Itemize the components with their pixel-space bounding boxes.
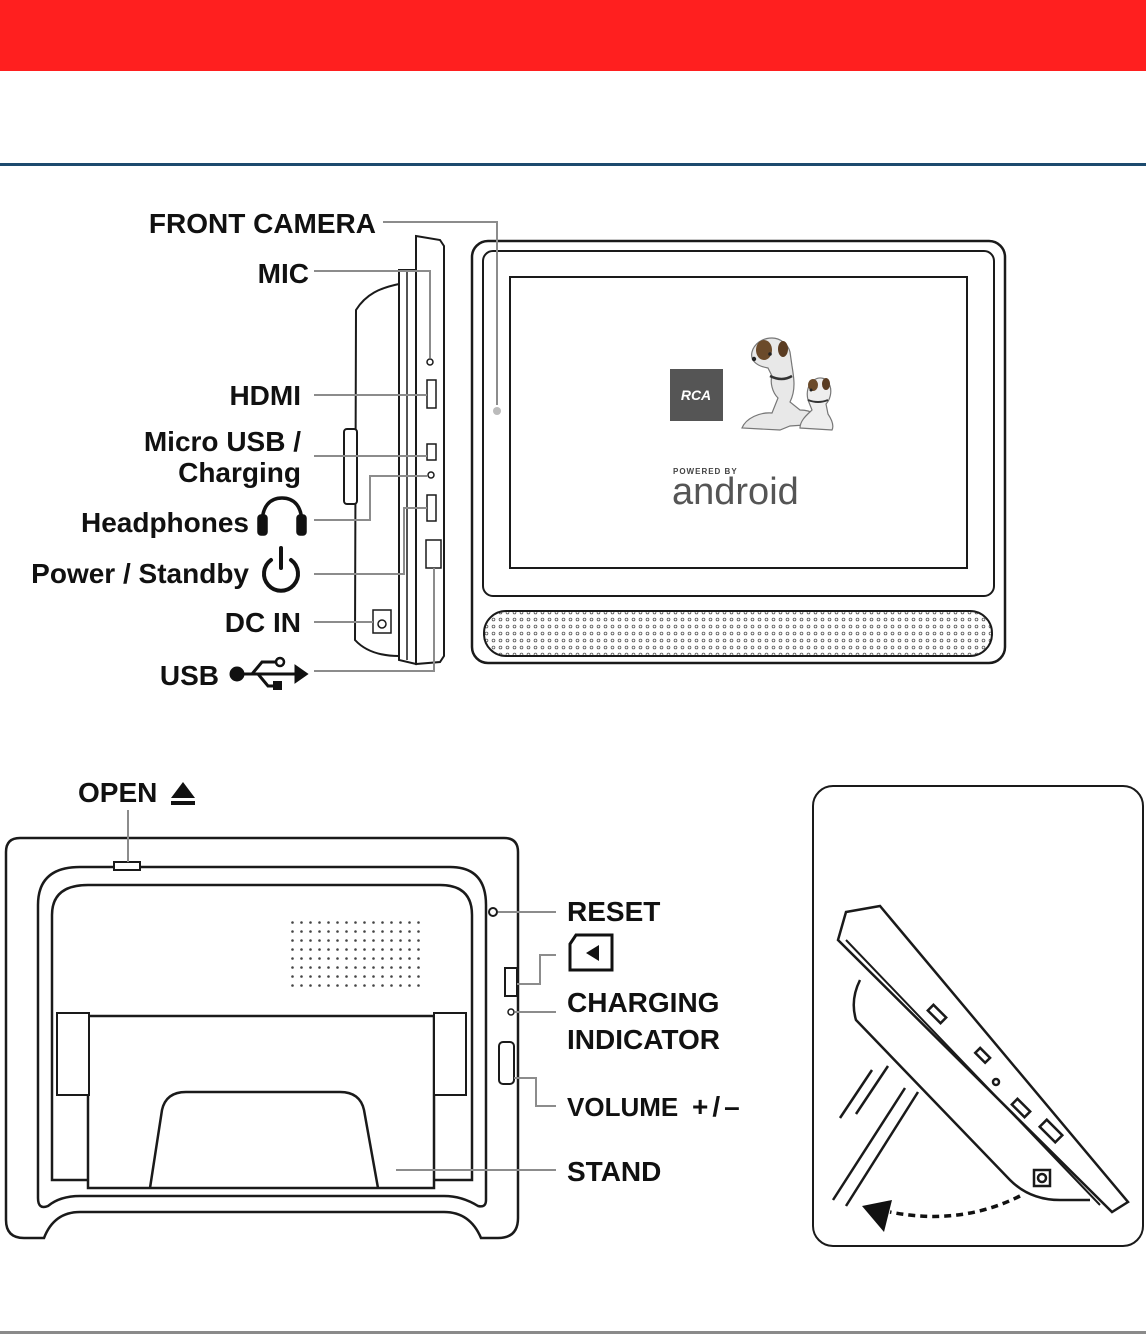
eject-icon [171, 782, 195, 805]
label-charging-indicator-1: CHARGING [567, 987, 719, 1018]
back-speaker-dots [285, 920, 423, 992]
label-charging: Charging [178, 457, 301, 488]
inset-stand-view [813, 786, 1143, 1246]
front-view: RCA POWERED BY android [472, 241, 1005, 663]
label-dc-in: DC IN [225, 607, 301, 638]
label-power: Power / Standby [31, 558, 249, 589]
sd-card-icon [570, 935, 612, 970]
label-hdmi: HDMI [229, 380, 301, 411]
label-open: OPEN [78, 777, 157, 808]
label-front-camera: FRONT CAMERA [149, 208, 376, 239]
label-reset: RESET [567, 896, 660, 927]
back-view [6, 838, 518, 1238]
label-mic: MIC [258, 258, 309, 289]
android-logo: android [672, 471, 799, 513]
speaker-grille [484, 611, 992, 656]
label-usb: USB [160, 660, 219, 691]
front-camera-dot [493, 407, 501, 415]
footer-rule [0, 1331, 1146, 1334]
label-volume: VOLUME [567, 1092, 678, 1122]
usb-icon [231, 658, 306, 690]
label-headphones: Headphones [81, 507, 249, 538]
svg-text:RCA: RCA [681, 387, 711, 403]
label-stand: STAND [567, 1156, 661, 1187]
label-charging-indicator-2: INDICATOR [567, 1024, 720, 1055]
label-micro-usb: Micro USB / [144, 426, 301, 457]
rca-logo: RCA [670, 369, 723, 421]
power-icon [264, 548, 298, 591]
label-volume-symbols: +/– [692, 1091, 744, 1122]
headphones-icon [259, 498, 305, 534]
